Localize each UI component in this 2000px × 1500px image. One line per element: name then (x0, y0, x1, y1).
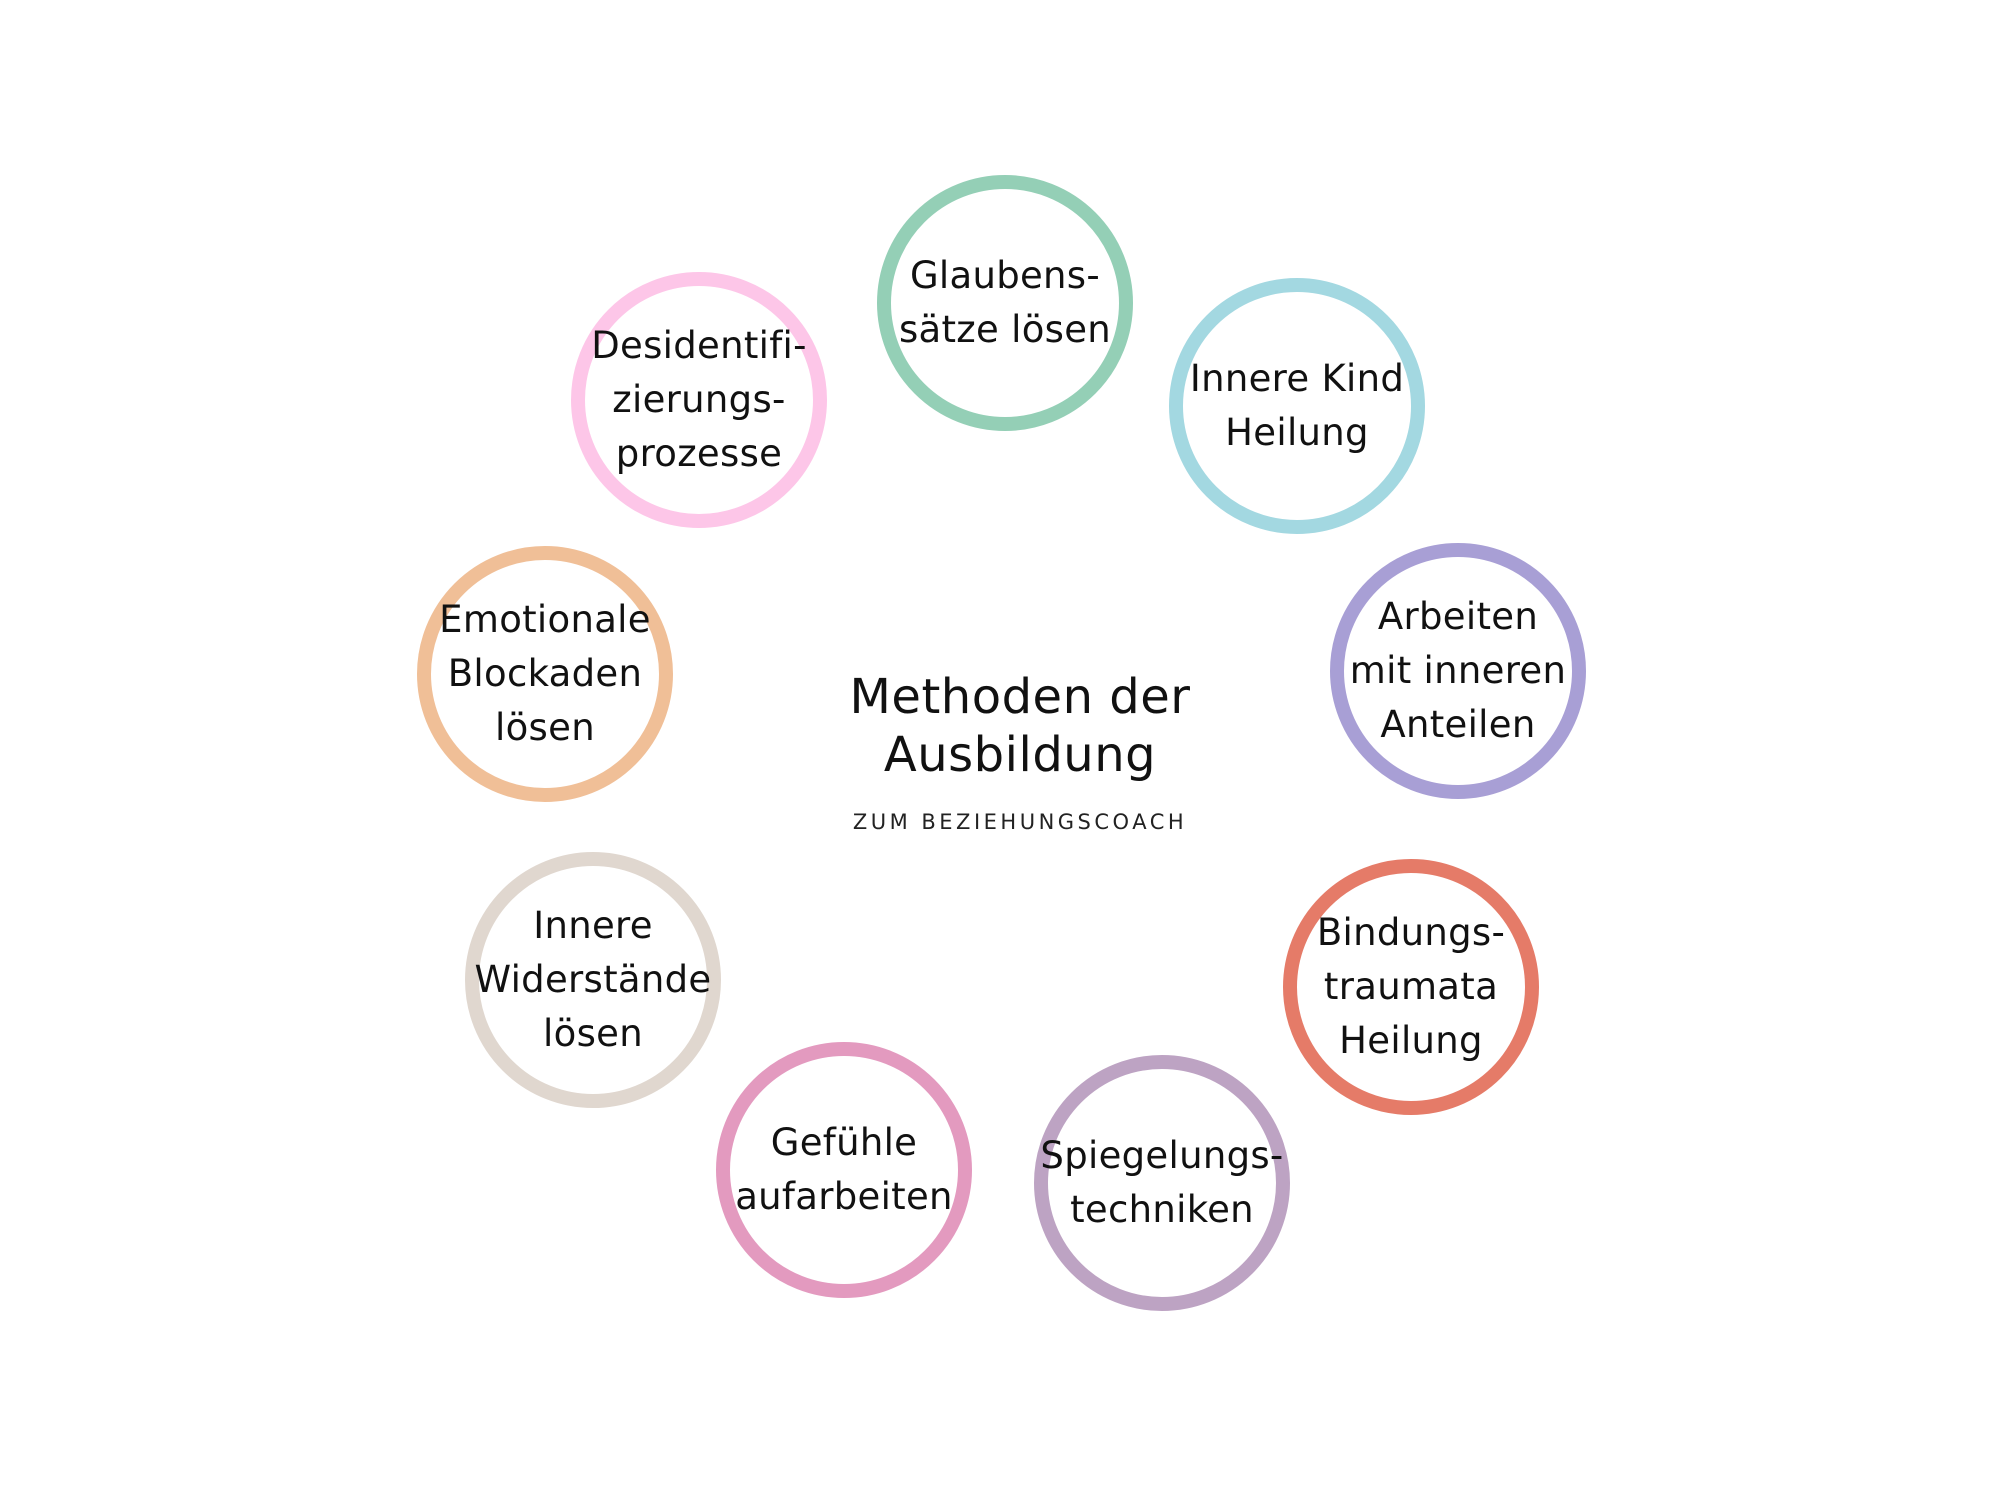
method-node-glaubenssaetze: Glaubens- sätze lösen (877, 175, 1133, 431)
method-node-innere-anteile: Arbeiten mit inneren Anteilen (1330, 543, 1586, 799)
method-node-gefuehle: Gefühle aufarbeiten (716, 1042, 972, 1298)
method-label: Innere Kind Heilung (1189, 357, 1405, 454)
method-label: Spiegelungs- techniken (1040, 1134, 1284, 1231)
method-node-emotionale-blockaden: Emotionale Blockaden lösen (417, 546, 673, 802)
method-node-innere-kind: Innere Kind Heilung (1169, 278, 1425, 534)
method-node-desidentifizierung: Desidentifi- zierungs- prozesse (571, 272, 827, 528)
method-label: Gefühle aufarbeiten (735, 1121, 953, 1218)
diagram-title: Methoden der Ausbildung (849, 669, 1191, 783)
method-node-innere-widerstaende: Innere Widerstände lösen (465, 852, 721, 1108)
method-label: Emotionale Blockaden lösen (439, 598, 651, 749)
method-label: Arbeiten mit inneren Anteilen (1349, 595, 1567, 746)
method-node-bindungstraumata: Bindungs- traumata Heilung (1283, 859, 1539, 1115)
diagram-subtitle: ZUM BEZIEHUNGSCOACH (852, 810, 1188, 834)
method-label: Glaubens- sätze lösen (898, 254, 1112, 351)
method-label: Innere Widerstände lösen (474, 904, 712, 1055)
method-node-spiegelungstechniken: Spiegelungs- techniken (1034, 1055, 1290, 1311)
method-label: Bindungs- traumata Heilung (1316, 911, 1506, 1062)
method-label: Desidentifi- zierungs- prozesse (591, 324, 807, 475)
